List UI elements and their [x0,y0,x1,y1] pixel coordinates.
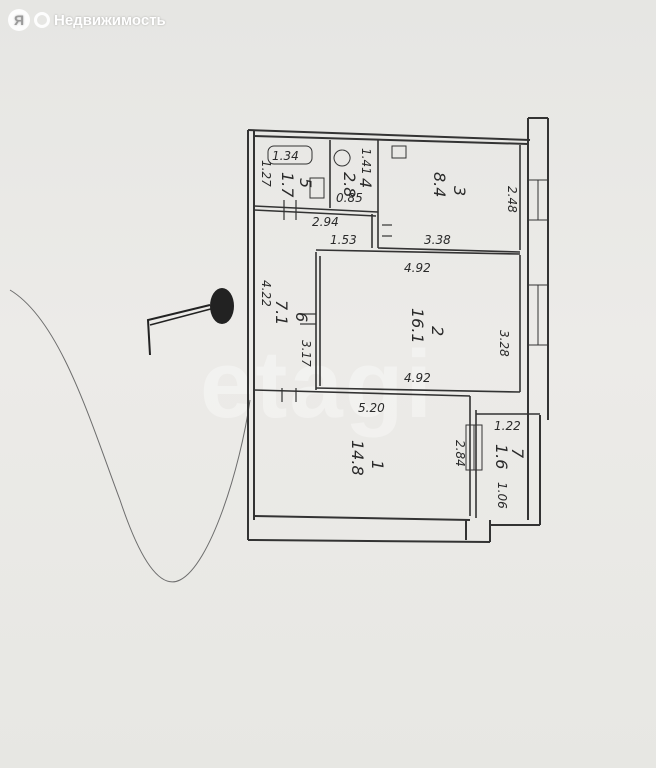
pencil-curve [9,289,251,583]
brand-logo: Я Недвижимость [8,8,166,32]
dim-3-38: 3.38 [424,233,451,247]
door-marks [281,200,392,402]
interior-walls [253,140,540,518]
dim-4-92-bottom: 4.92 [404,371,431,385]
dim-3-17: 3.17 [299,340,313,367]
dim-2-94: 2.94 [312,215,339,229]
room-5-area: 1.7 [278,172,297,198]
brand-name: Недвижимость [54,11,166,29]
room-4-number: 4 [356,178,375,188]
dim-1-34: 1.34 [272,149,299,163]
room-7-number: 7 [508,448,527,459]
plumbing-fixtures [267,145,407,199]
room-6-number: 6 [292,312,311,322]
room-1-number: 1 [368,460,387,470]
room-4-area: 2.8 [340,172,359,197]
dim-0-85: 0.85 [336,191,363,205]
dim-4-92-top: 4.92 [404,261,431,275]
dim-1-53: 1.53 [330,233,357,247]
dim-1-27: 1.27 [259,160,273,187]
dim-1-06: 1.06 [495,482,509,509]
ink-scribble [146,288,234,356]
dim-5-20: 5.20 [358,401,385,415]
outer-walls [247,117,549,543]
room-6-area: 7.1 [272,300,291,325]
dim-4-22: 4.22 [259,280,273,307]
room-1-area: 14.8 [348,440,367,476]
dim-3-28: 3.28 [497,330,511,357]
dim-1-22: 1.22 [494,419,521,433]
dim-1-41: 1.41 [359,148,373,175]
dim-2-48: 2.48 [505,186,519,213]
brand-ring-icon [34,12,50,28]
windows [465,179,549,471]
room-7-area: 1.6 [492,444,511,469]
room-2-number: 2 [428,326,447,336]
room-3-number: 3 [450,186,469,196]
room-2-area: 16.1 [408,308,427,344]
room-5-number: 5 [296,178,315,188]
yandex-logo-icon: Я [8,9,30,31]
room-3-area: 8.4 [430,172,449,197]
dim-2-84: 2.84 [453,440,467,467]
